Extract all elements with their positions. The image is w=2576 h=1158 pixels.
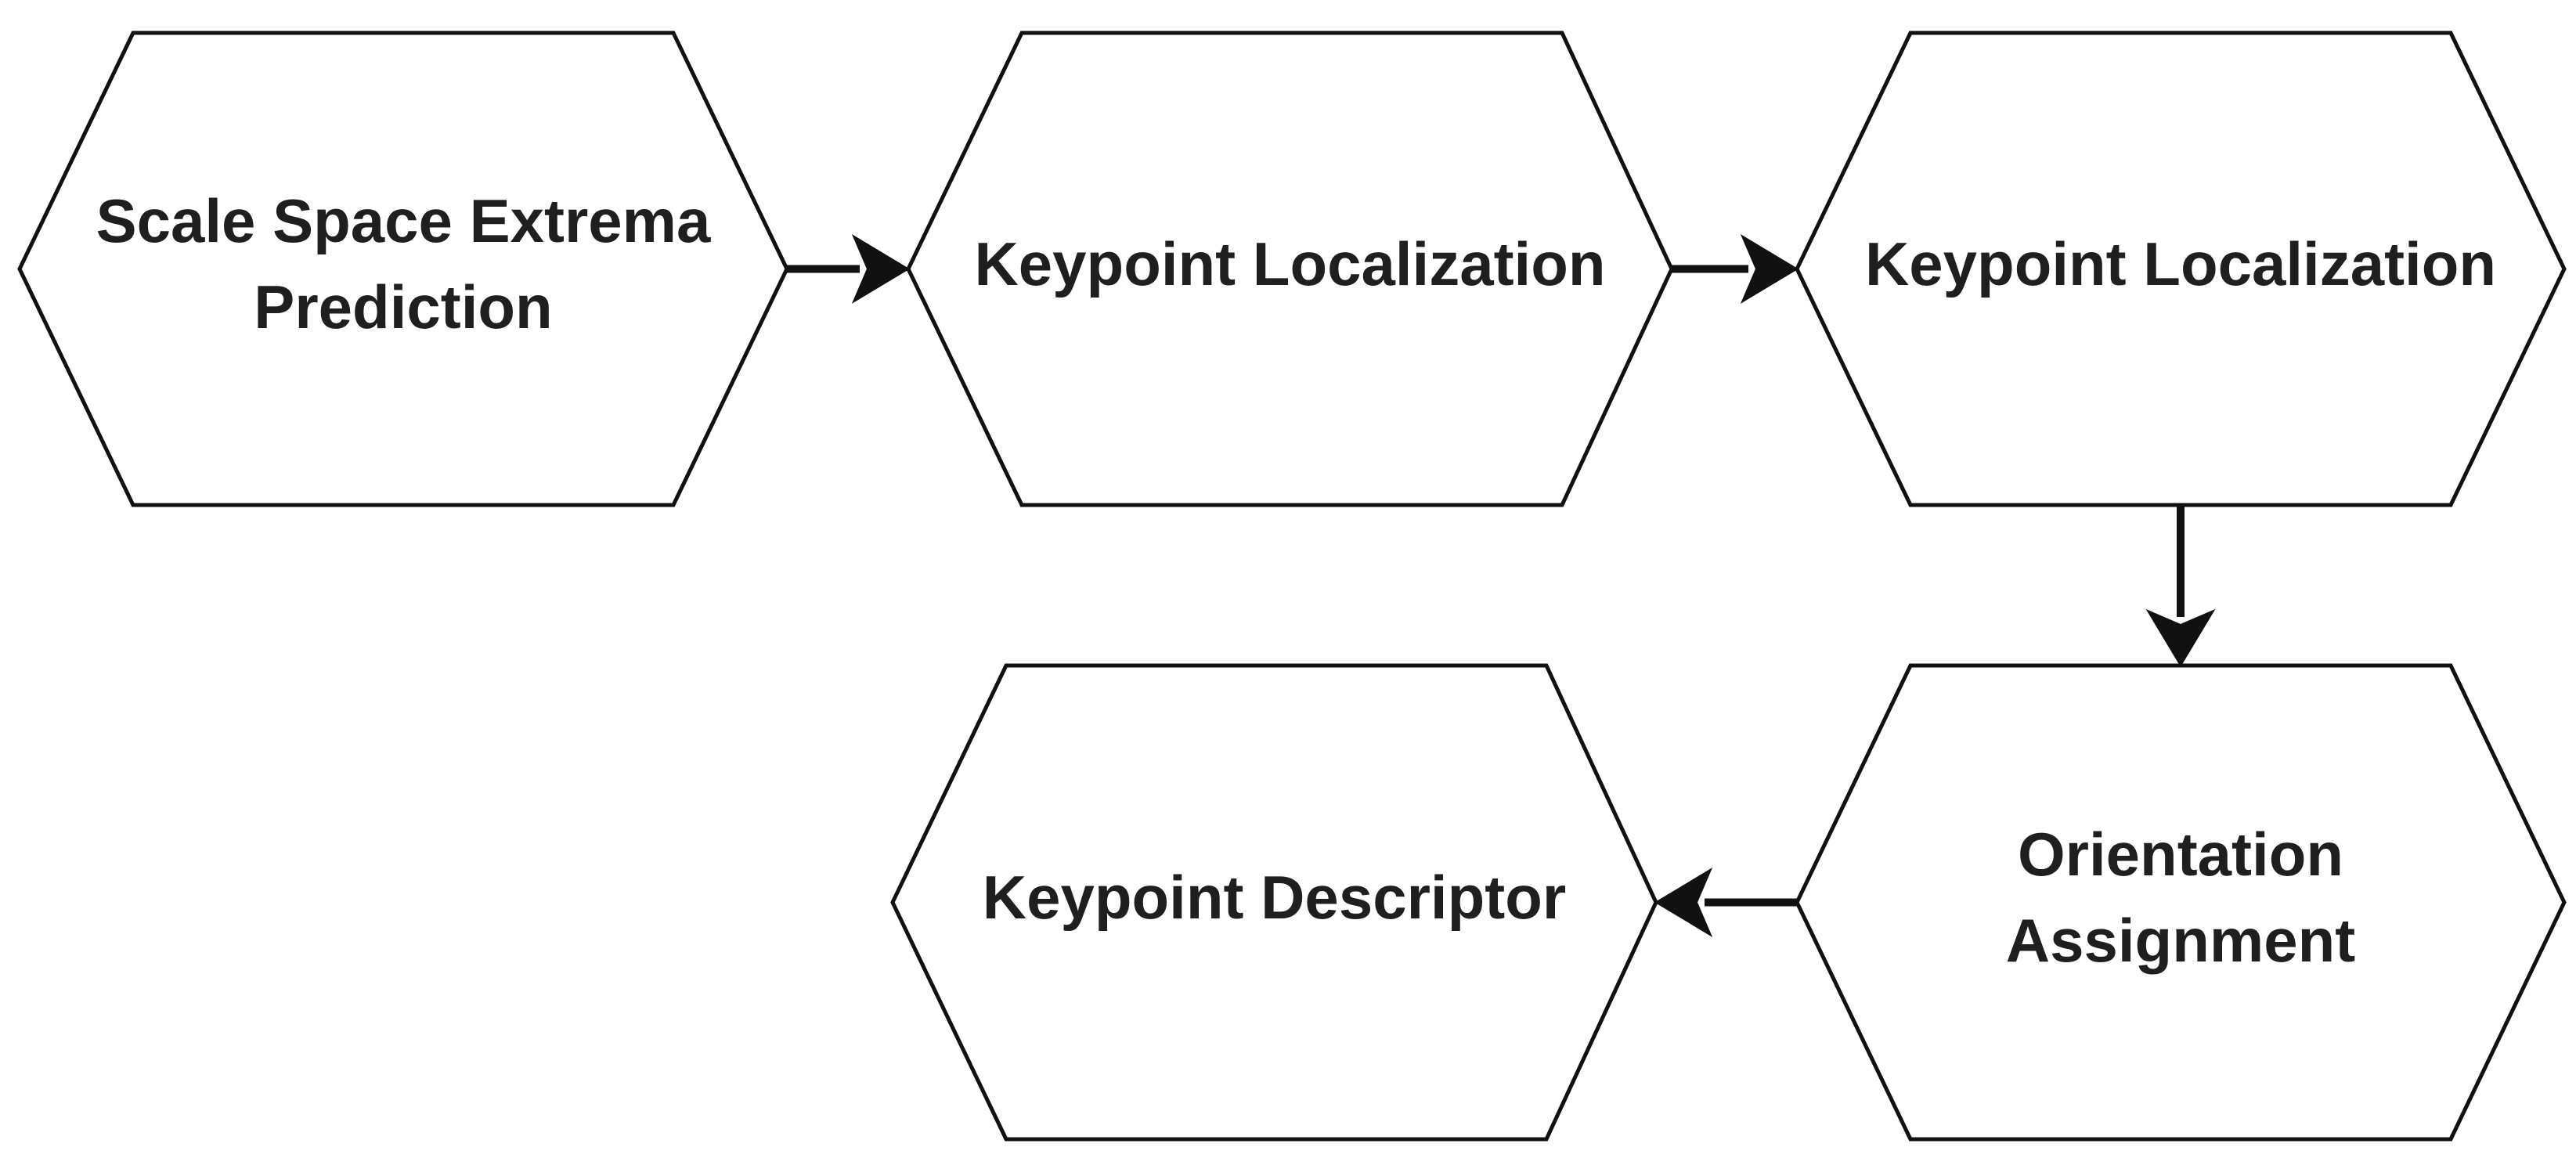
- flow-arrow: [1654, 868, 1797, 937]
- hexagon-shape: [1795, 31, 2567, 507]
- node-label: Scale Space Extrema: [96, 186, 711, 255]
- process-node: Keypoint Localization: [1795, 31, 2567, 507]
- node-label: Keypoint Localization: [974, 229, 1605, 298]
- arrowhead-icon: [2145, 608, 2216, 667]
- node-label: Prediction: [254, 272, 552, 341]
- edges-layer: [787, 234, 2216, 937]
- process-node: Keypoint Descriptor: [890, 663, 1658, 1142]
- flow-arrow: [1672, 234, 1799, 304]
- flow-arrow: [2145, 505, 2216, 667]
- hexagon-shape: [906, 31, 1674, 507]
- node-label: Keypoint Localization: [1865, 229, 2496, 298]
- hexagon-shape: [1795, 663, 2567, 1142]
- hexagon-shape: [890, 663, 1658, 1142]
- arrowhead-icon: [1740, 234, 1799, 304]
- hexagon-shape: [17, 31, 789, 507]
- node-label: Orientation: [2018, 820, 2343, 889]
- node-label: Assignment: [2006, 906, 2355, 975]
- arrowhead-icon: [1654, 868, 1713, 937]
- process-node: Keypoint Localization: [906, 31, 1674, 507]
- node-label: Keypoint Descriptor: [983, 863, 1566, 932]
- flow-arrow: [787, 234, 910, 304]
- arrowhead-icon: [851, 234, 910, 304]
